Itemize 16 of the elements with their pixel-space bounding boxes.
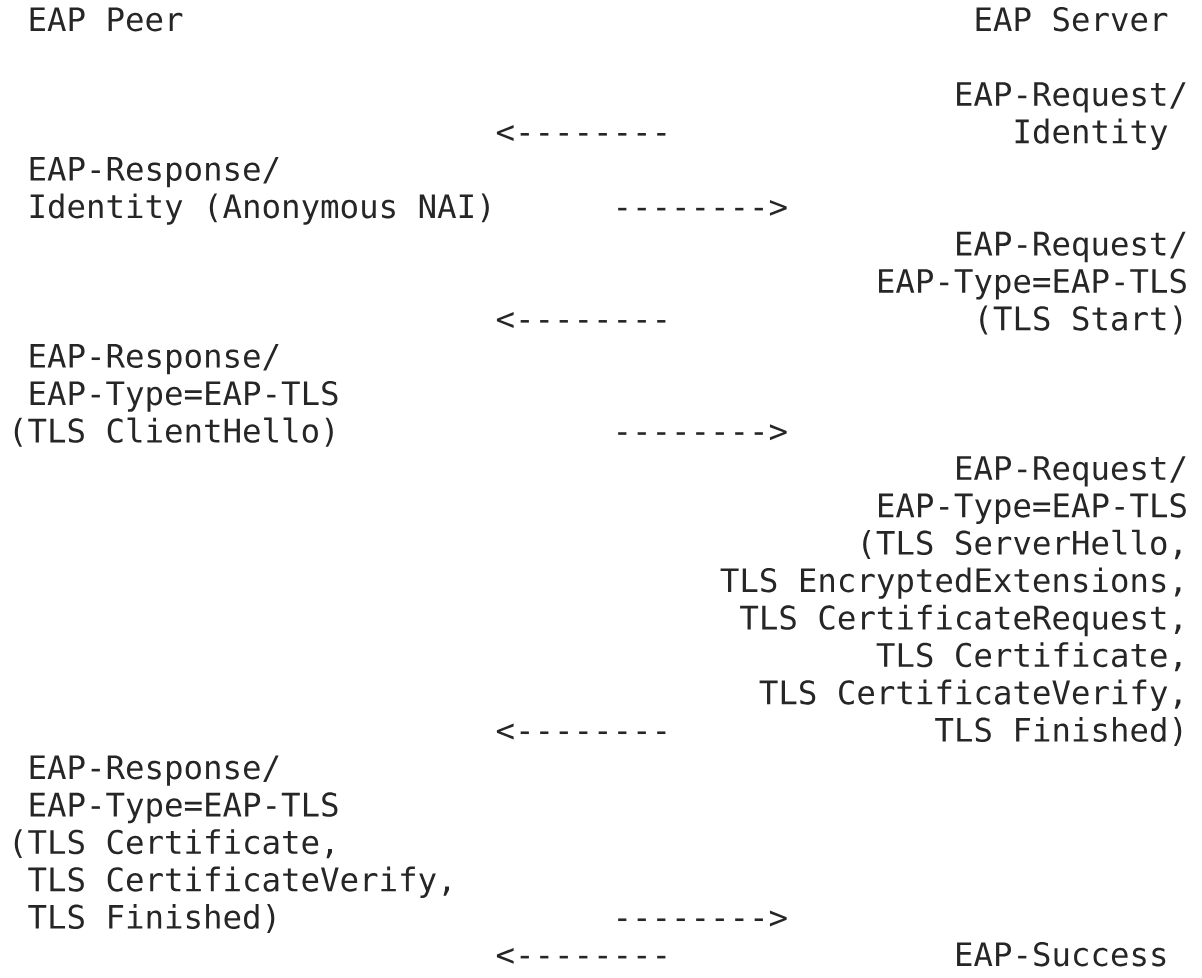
ascii-arrow: <-------- xyxy=(496,125,666,141)
participant-label: EAP Peer xyxy=(30,7,183,32)
ascii-arrow: --------> xyxy=(618,424,787,441)
message-text: EAP-Response/ Identity (Anonymous NAI) xyxy=(30,157,489,225)
message-text: EAP-Success xyxy=(957,941,1166,967)
ascii-arrow: <-------- xyxy=(496,723,666,740)
ascii-arrow: --------> xyxy=(618,199,787,216)
message-text: EAP-Response/ EAP-Type=EAP-TLS (TLS ClientHello) xyxy=(14,344,338,447)
ascii-arrow: <-------- xyxy=(496,312,666,328)
message-text: EAP-Request/ EAP-Type=EAP-TLS (TLS Start) xyxy=(879,231,1186,335)
message-text: EAP-Request/ Identity xyxy=(957,82,1186,150)
ascii-arrow: <-------- xyxy=(496,947,666,964)
participant-label: EAP Server xyxy=(976,6,1168,32)
ascii-arrow: --------> xyxy=(618,910,787,927)
message-text: EAP-Response/ EAP-Type=EAP-TLS (TLS Certificate, TLS CertificateVerify, TLS Finished) xyxy=(14,755,450,933)
message-text: EAP-Request/ EAP-Type=EAP-TLS (TLS ServerHello, TLS EncryptedExtensions, TLS CertificateRequest, TLS Certificate, TLS CertificateVerify, TLS Finished) xyxy=(720,456,1186,746)
